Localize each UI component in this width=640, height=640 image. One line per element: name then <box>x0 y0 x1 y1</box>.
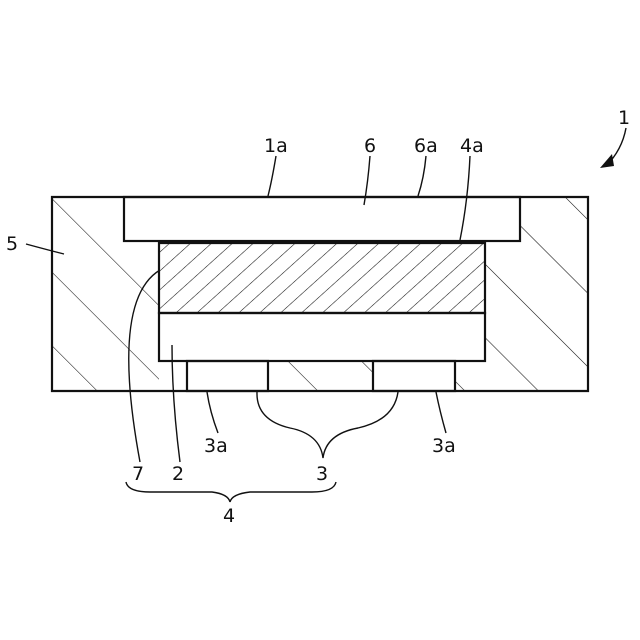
housing-body <box>52 197 159 391</box>
label-4: 4 <box>223 505 235 527</box>
label-4a: 4a <box>460 135 484 157</box>
electrode-left-3a <box>187 361 268 391</box>
leader-2 <box>172 345 180 462</box>
leader-6a <box>418 156 426 196</box>
electrode-right-3a <box>373 361 455 391</box>
label-6a: 6a <box>414 135 438 157</box>
label-1: 1 <box>618 107 630 129</box>
leader-3a-left <box>207 392 218 433</box>
label-6: 6 <box>364 135 376 157</box>
arrow-1-head <box>600 154 614 168</box>
leader-3a-right <box>436 392 446 433</box>
brace-3 <box>257 392 398 458</box>
label-7: 7 <box>132 463 144 485</box>
label-3a-left: 3a <box>204 435 228 457</box>
brace-4 <box>126 482 336 502</box>
label-3: 3 <box>316 463 328 485</box>
label-1a: 1a <box>264 135 288 157</box>
substrate-2 <box>159 313 485 361</box>
leader-1a <box>268 156 276 196</box>
housing-center-bottom <box>268 361 373 391</box>
stack-upper-layer <box>159 243 485 313</box>
label-3a-right: 3a <box>432 435 456 457</box>
label-5: 5 <box>6 233 18 255</box>
label-2: 2 <box>172 463 184 485</box>
